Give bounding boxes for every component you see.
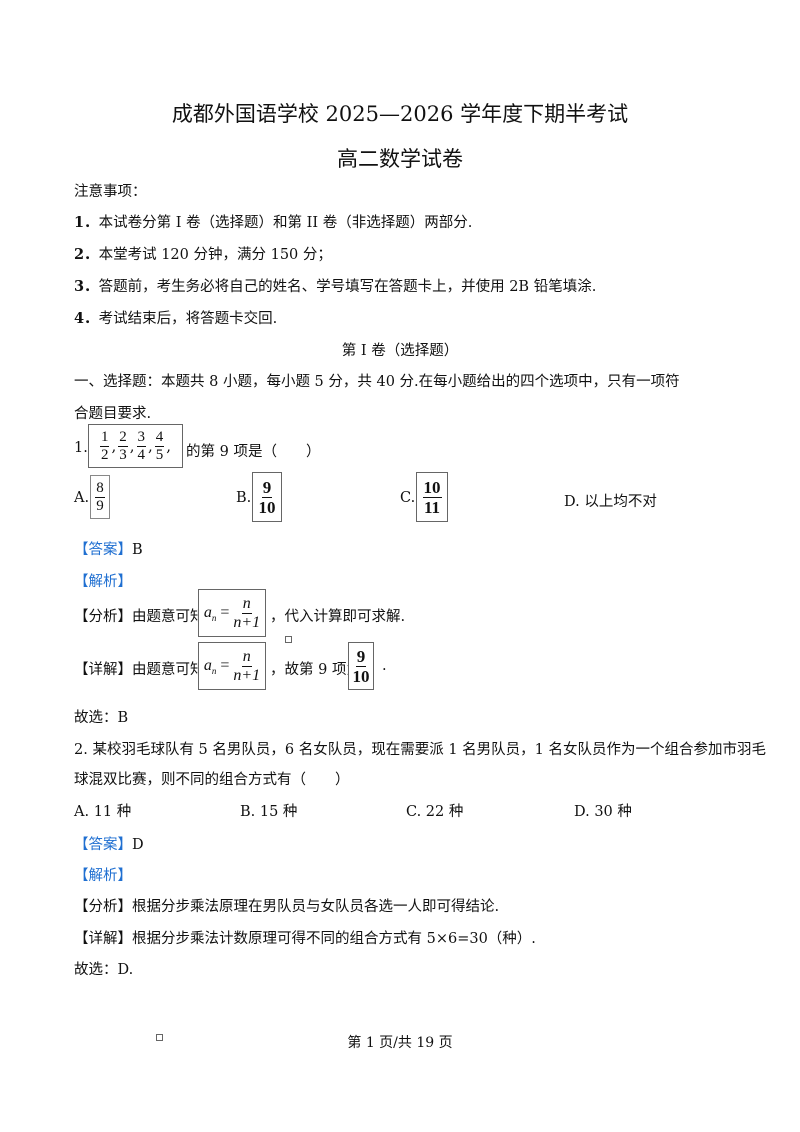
q1-xiangjie: 【详解】由题意可知 (74, 662, 205, 678)
q2-analysis-tag: 【解析】 (74, 868, 132, 884)
q1-xiangjie-post: . (382, 658, 387, 674)
q1-option-a-label: A. (74, 490, 90, 506)
q1-analysis-tag: 【解析】 (74, 574, 132, 590)
exam-title: 成都外国语学校 2025—2026 学年度下期半考试 (171, 102, 629, 126)
page-footer: 第 1 页/共 19 页 (347, 1035, 453, 1051)
q2-choose: 故选：D. (74, 962, 134, 978)
q2-xiangjie: 【详解】根据分步乘法计数原理可得不同的组合方式有 5×6=30（种）. (74, 931, 536, 947)
small-square-mark (285, 636, 292, 643)
q1-option-d: D. 以上均不对 (564, 494, 657, 510)
q2-option-b: B. 15 种 (240, 804, 298, 820)
note-item-3: 3．答题前，考生务必将自己的姓名、学号填写在答题卡上，并使用 2B 铅笔填涂. (74, 278, 597, 295)
note-item-4: 4．考试结束后，将答题卡交回. (74, 310, 278, 327)
footer-square-mark (156, 1034, 163, 1041)
q2-option-c: C. 22 种 (406, 804, 464, 820)
q1-option-c-label: C. (400, 490, 416, 506)
q1-answer: 【答案】B (74, 542, 143, 558)
q2-stem-line2: 球混双比赛，则不同的组合方式有（ ） (74, 772, 350, 788)
q1-option-b-label: B. (236, 490, 252, 506)
exam-subtitle: 高二数学试卷 (337, 147, 463, 171)
section-intro-line2: 合题目要求. (74, 406, 152, 422)
q1-fenxi: 【分析】由题意可知 (74, 609, 205, 625)
section-title: 第 I 卷（选择题） (341, 343, 459, 359)
sequence-comma: , (129, 437, 135, 455)
notes-heading: 注意事项： (74, 184, 147, 200)
sequence-comma: , (111, 437, 117, 455)
q2-answer: 【答案】D (74, 837, 144, 853)
q1-xiangjie-mid: ，故第 9 项为 (270, 662, 361, 678)
sequence-comma: , (148, 437, 153, 455)
q1-stem-tail: 的第 9 项是（ ） (186, 444, 321, 460)
note-item-2: 2．本堂考试 120 分钟，满分 150 分； (74, 246, 332, 263)
note-item-1: 1．本试卷分第 I 卷（选择题）和第 II 卷（非选择题）两部分. (74, 214, 473, 231)
q2-stem-line1: 2. 某校羽毛球队有 5 名男队员，6 名女队员，现在需要派 1 名男队员，1 … (74, 742, 766, 758)
sequence-comma: , (166, 437, 172, 455)
q1-fenxi-post: ，代入计算即可求解. (270, 609, 406, 625)
section-intro-line1: 一、选择题：本题共 8 小题，每小题 5 分，共 40 分.在每小题给出的四个选… (74, 374, 680, 390)
q2-fenxi: 【分析】根据分步乘法原理在男队员与女队员各选一人即可得结论. (74, 899, 500, 915)
q1-choose: 故选：B (74, 710, 129, 726)
q2-option-a: A. 11 种 (74, 804, 132, 820)
q1-number: 1. (74, 440, 88, 456)
q2-option-d: D. 30 种 (574, 804, 632, 820)
